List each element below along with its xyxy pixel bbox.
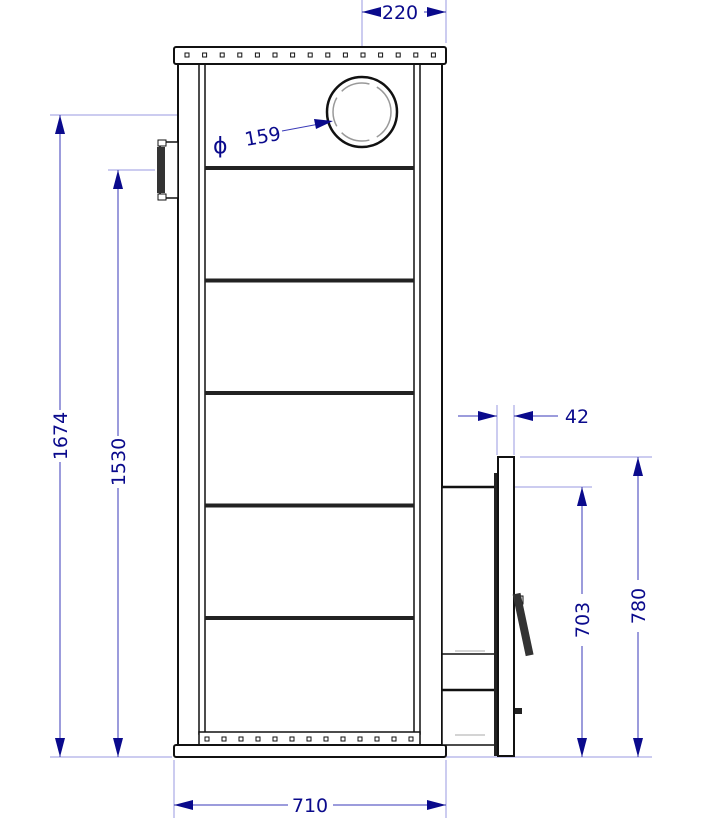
dimension-1674: 1674 [50,115,72,757]
shelf [205,391,414,395]
bolt-hole [357,736,363,742]
dimension-703: 703 [572,487,594,757]
dim-220-label: 220 [382,2,418,24]
bolt-hole [323,736,329,742]
left-side-handle [157,139,179,201]
dimension-220: 220 [362,2,446,24]
bolt-hole [374,736,380,742]
stone-shelves [205,166,414,620]
bolt-hole [325,52,331,58]
top-cap-holes [184,52,436,58]
shelf [205,166,414,170]
bottom-band [198,731,421,746]
bolt-hole [204,736,210,742]
bolt-hole [272,52,278,58]
bottom-band-holes [204,736,414,742]
dimension-780: 780 [628,457,650,757]
bolt-hole [430,52,436,58]
bolt-hole [184,52,190,58]
bolt-hole [237,52,243,58]
door-latch [515,708,522,714]
bolt-hole [395,52,401,58]
bolt-hole [307,52,313,58]
bottom-cap [173,744,447,758]
shelf [205,278,414,283]
door-handle [512,592,534,657]
dimension-1530: 1530 [108,170,130,757]
shelf [205,616,414,620]
flue-outlet [325,75,399,149]
dim-1674-label: 1674 [50,412,72,460]
bolt-hole [289,736,295,742]
dim-703-label: 703 [572,602,594,638]
bolt-hole [255,736,261,742]
bolt-hole [342,52,348,58]
bolt-hole [272,736,278,742]
dim-710-label: 710 [292,795,328,817]
bolt-hole [408,736,414,742]
bolt-hole [378,52,384,58]
bolt-hole [391,736,397,742]
dimension-710: 710 [174,795,446,817]
top-cap [173,46,447,65]
diameter-symbol: ϕ [213,134,228,159]
bolt-hole [413,52,419,58]
stove-body [157,46,447,758]
bolt-hole [238,736,244,742]
bolt-hole [202,52,208,58]
dim-780-label: 780 [628,588,650,624]
shelf [205,503,414,508]
bolt-hole [254,52,260,58]
dim-1530-label: 1530 [108,438,130,486]
bolt-hole [219,52,225,58]
bolt-hole [360,52,366,58]
bolt-hole [290,52,296,58]
bolt-hole [221,736,227,742]
bolt-hole [340,736,346,742]
dim-42-label: 42 [565,406,589,428]
firebox-door [441,456,534,757]
bolt-hole [306,736,312,742]
dimension-42: 42 [458,406,589,428]
